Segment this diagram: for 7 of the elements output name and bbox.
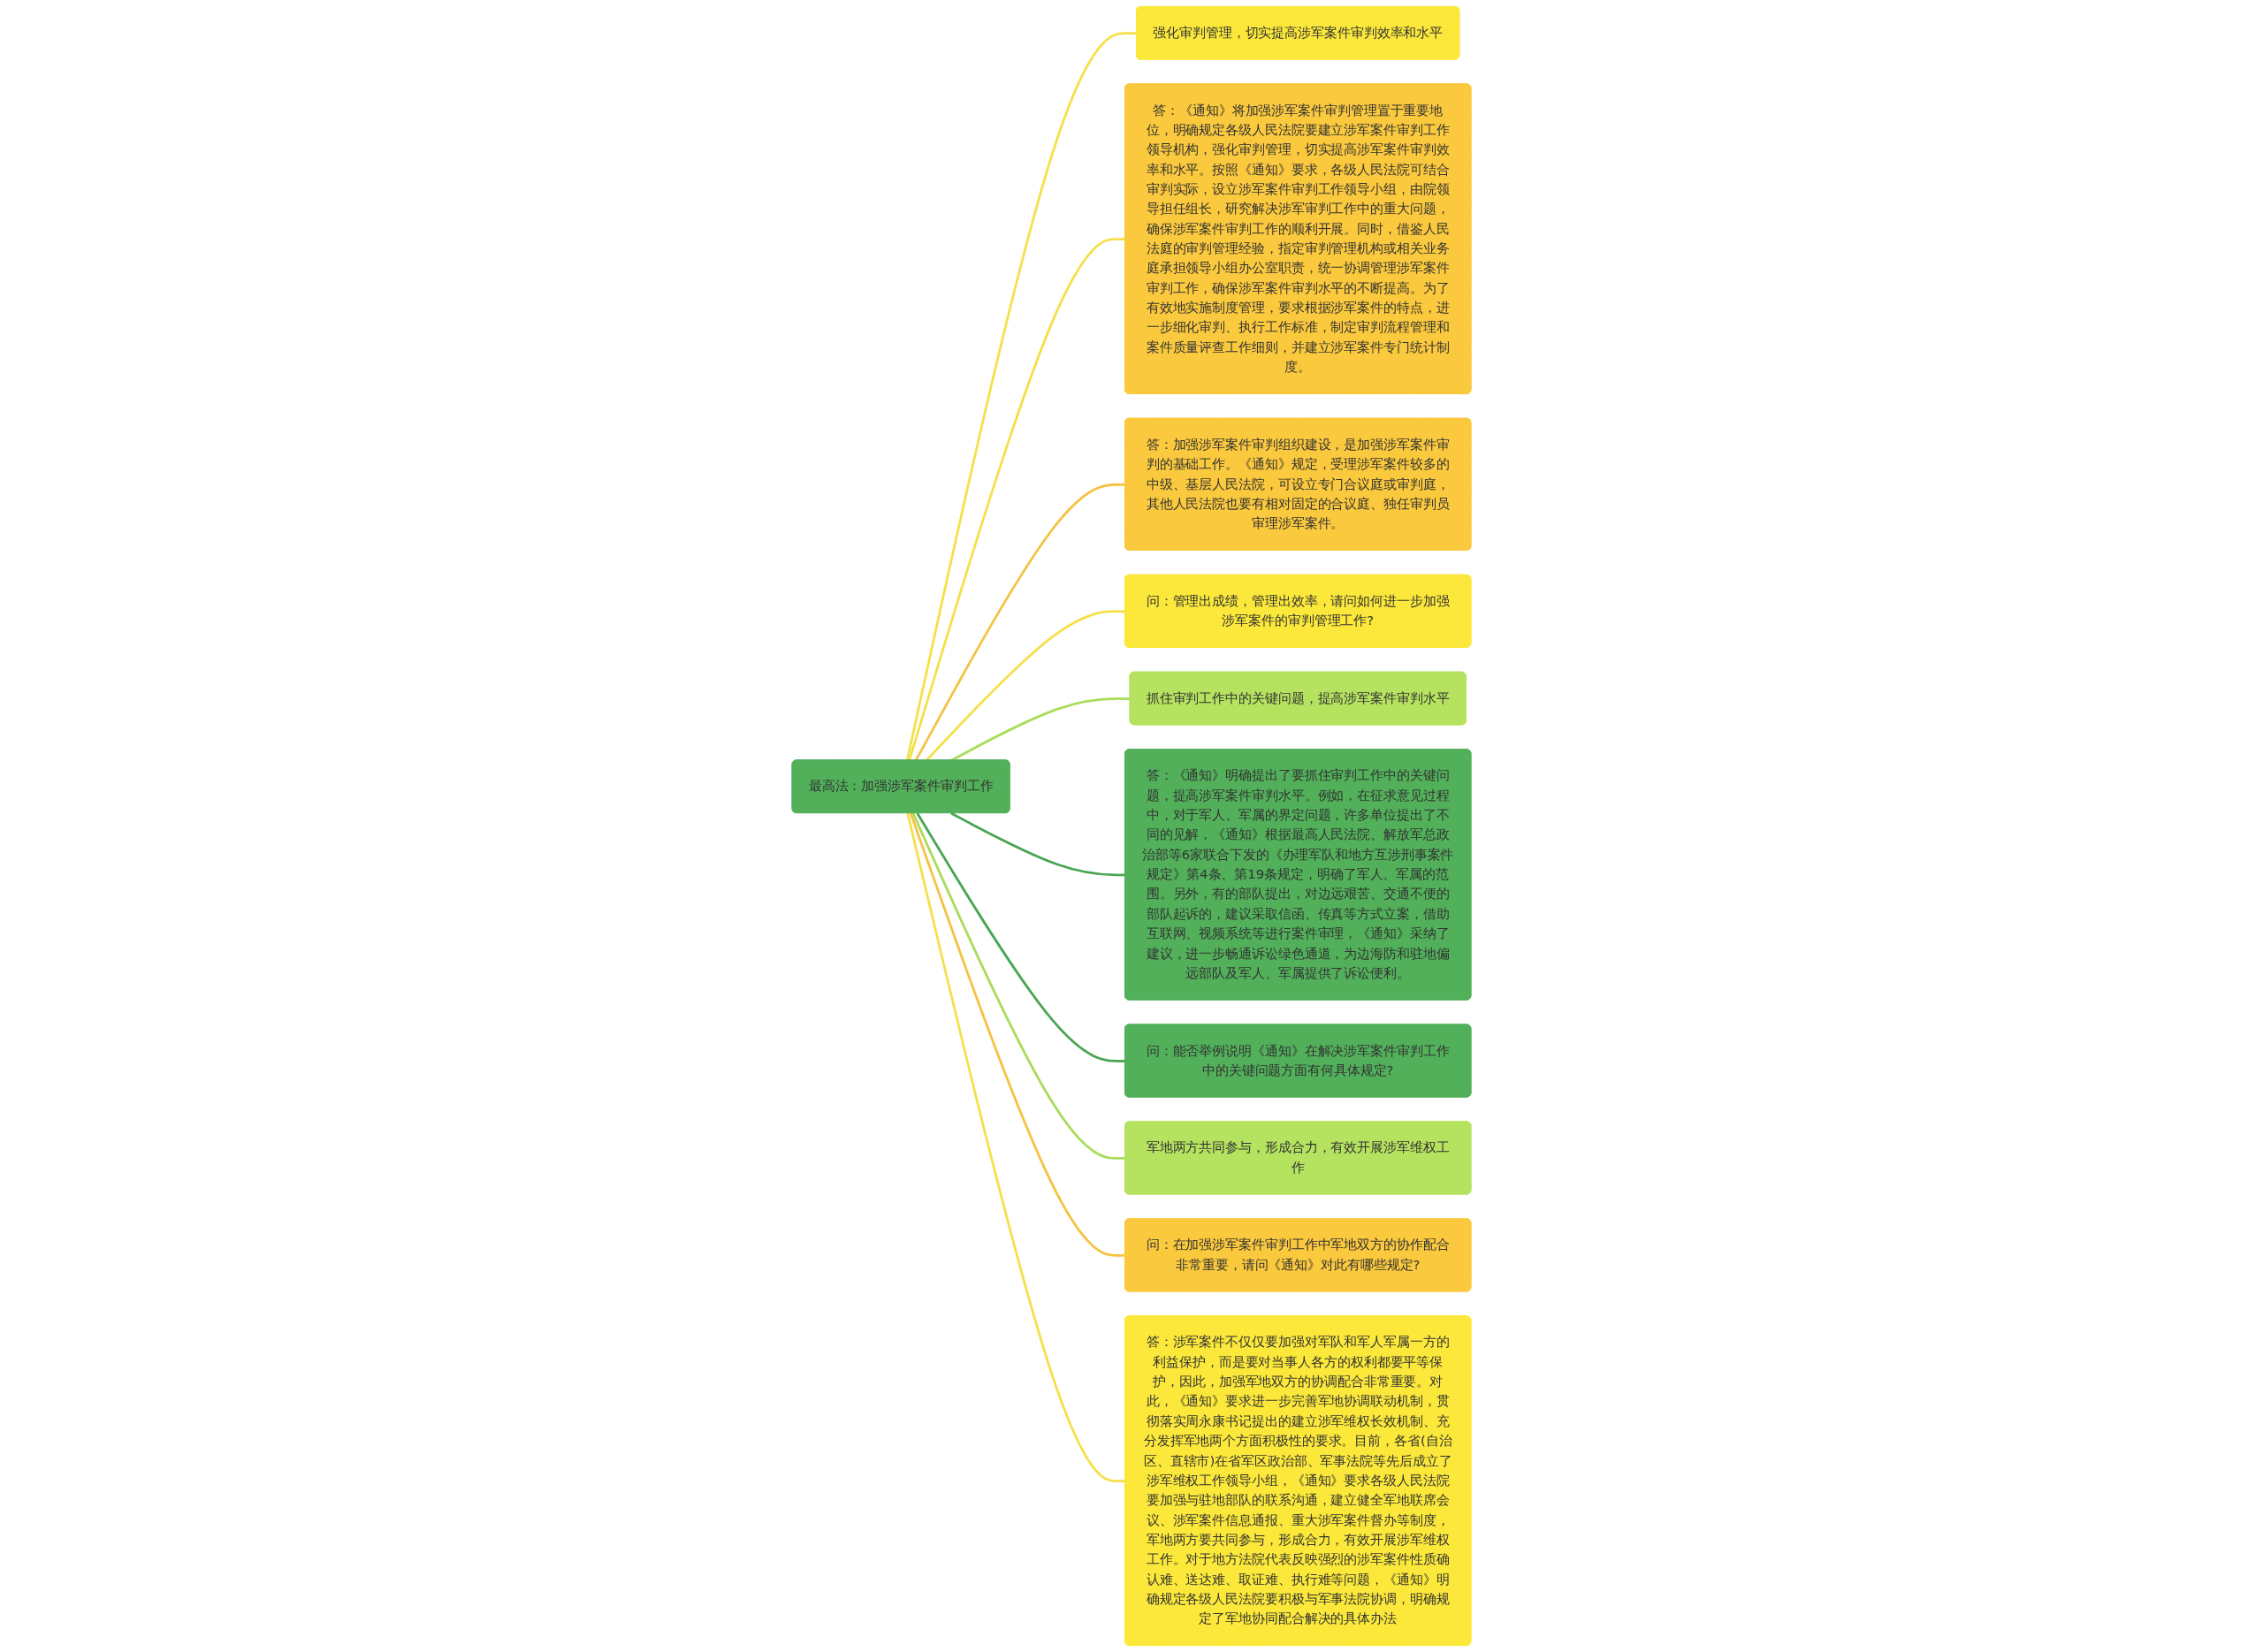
- connector: [905, 32, 1138, 761]
- connector: [950, 811, 1125, 877]
- connector: [916, 812, 1126, 1062]
- connector: [908, 238, 1126, 761]
- connector: [909, 812, 1125, 1257]
- connector: [911, 812, 1125, 1160]
- connector: [906, 812, 1125, 1483]
